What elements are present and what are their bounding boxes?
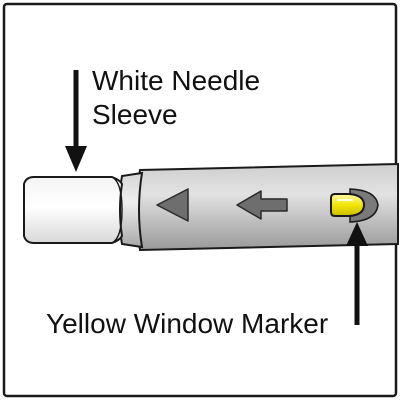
yellow-window-marker-icon — [330, 188, 379, 223]
needle-sleeve-label-line2: Sleeve — [92, 99, 178, 130]
needle-sleeve-label-line1: White Needle — [92, 65, 260, 96]
white-needle-sleeve — [23, 176, 124, 244]
needle-sleeve-callout-arrow — [65, 70, 87, 172]
left-arrow-icon — [236, 190, 288, 220]
window-marker-label: Yellow Window Marker — [46, 308, 328, 339]
window-marker-callout-arrow — [346, 222, 368, 325]
left-triangle-icon — [156, 188, 189, 222]
